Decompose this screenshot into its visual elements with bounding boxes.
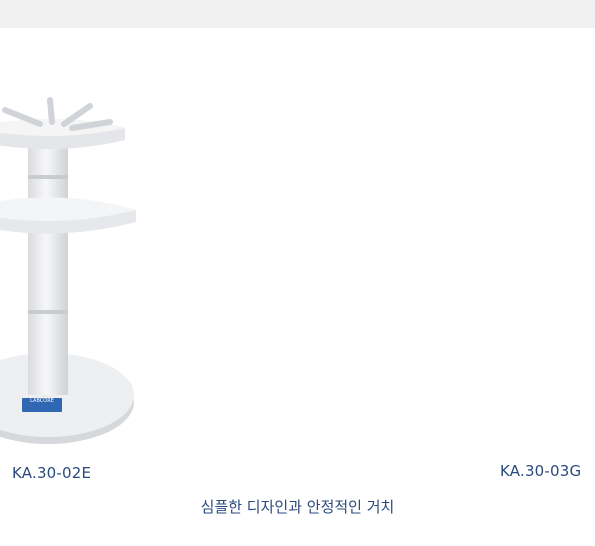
left-model-label: KA.30-02E	[12, 464, 92, 482]
left-stand	[0, 97, 136, 444]
product-scene	[0, 97, 136, 444]
right-brand-tag: LABCORE	[530, 391, 554, 397]
top-band	[0, 0, 595, 28]
left-brand-tag: LABCORE	[30, 398, 54, 404]
caption: 심플한 디자인과 안정적인 거치	[200, 498, 395, 516]
right-model-label: KA.30-03G	[500, 462, 582, 480]
